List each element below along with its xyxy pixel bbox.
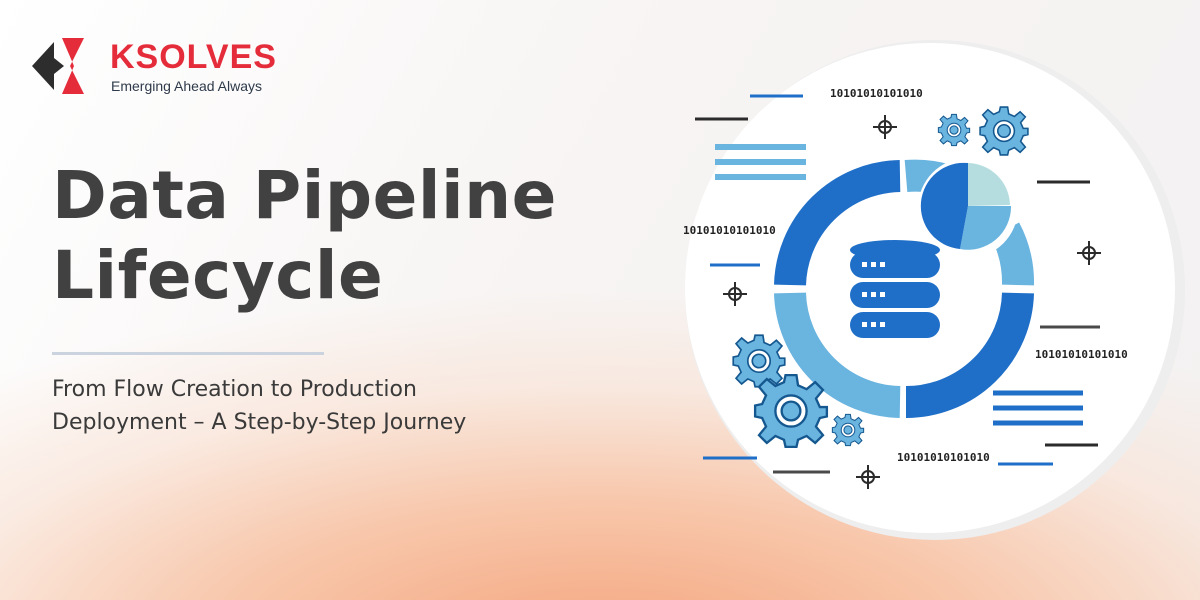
binary-text: 10101010101010 — [897, 451, 990, 464]
brand-tagline: Emerging Ahead Always — [111, 78, 262, 94]
title-divider — [52, 352, 324, 355]
subtitle-line-1: From Flow Creation to Production — [52, 377, 417, 402]
brand-logo: KSOLVES Emerging Ahead Always — [32, 36, 276, 100]
binary-text: 10101010101010 — [683, 224, 776, 237]
subtitle-line-2: Deployment – A Step-by-Step Journey — [52, 410, 467, 435]
subtitle: From Flow Creation to Production Deploym… — [52, 373, 672, 439]
brand-name: KSOLVES — [110, 38, 277, 76]
decorative-lines-light — [715, 144, 806, 180]
title-line-1: Data Pipeline — [52, 157, 557, 234]
binary-text: 10101010101010 — [830, 87, 923, 100]
page-title: Data Pipeline Lifecycle — [52, 156, 692, 316]
decorative-lines-dark — [695, 117, 1098, 447]
decorative-lines-grey — [773, 325, 1100, 474]
title-line-2: Lifecycle — [52, 237, 384, 314]
pipeline-illustration: 10101010101010 10101010101010 1010101010… — [683, 40, 1185, 540]
decorative-lines-blue — [703, 94, 1083, 466]
logo-mark-icon — [32, 38, 84, 94]
pie-chart-icon — [918, 158, 1018, 258]
database-icon — [850, 240, 940, 338]
binary-text: 10101010101010 — [1035, 348, 1128, 361]
